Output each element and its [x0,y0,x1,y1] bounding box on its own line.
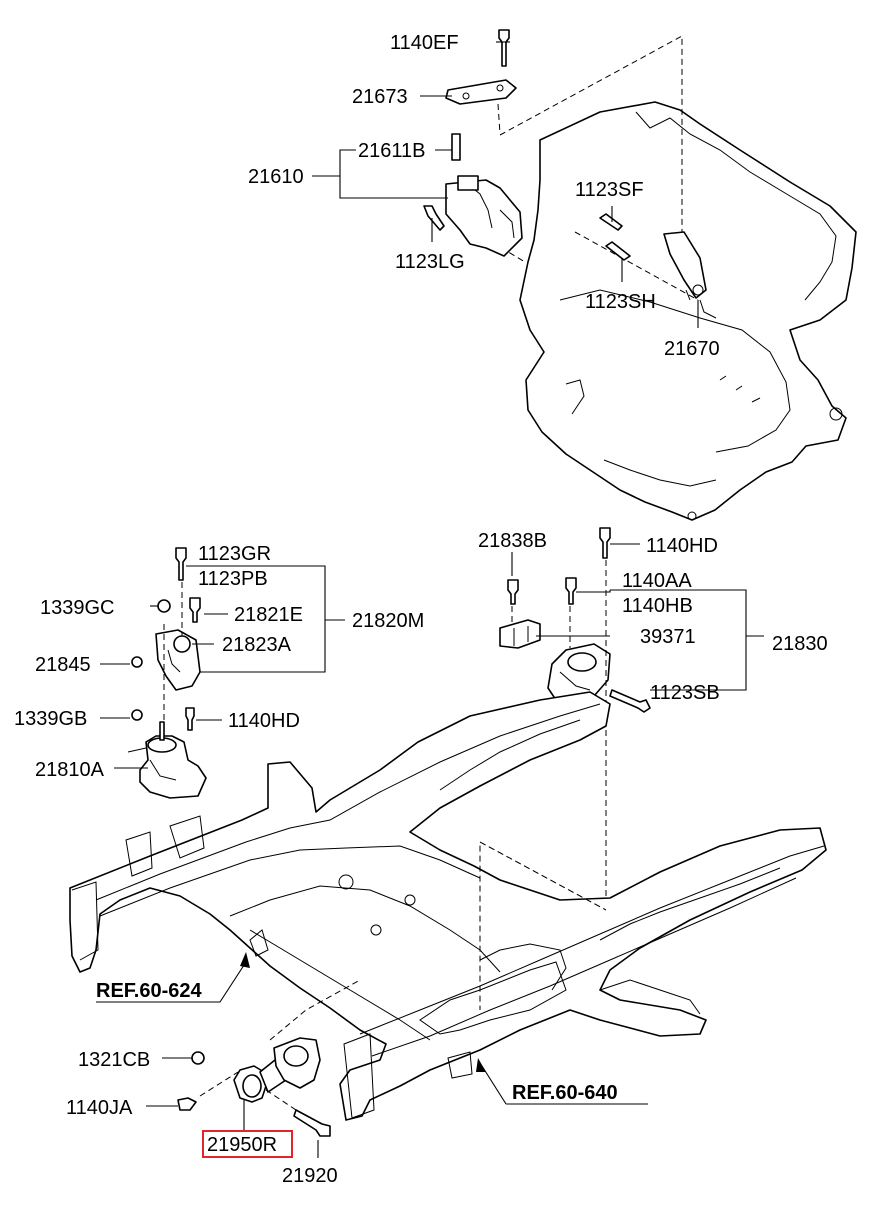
label-21920: 21920 [282,1165,338,1187]
bracket-21610 [423,29,707,299]
engine-dash-guides [474,35,699,301]
label-21810A: 21810A [35,759,105,781]
bottom-leader-lines [146,1057,319,1158]
ref-arrows [96,952,648,1105]
label-39371: 39371 [640,626,696,648]
top-leader-lines [312,41,699,328]
ref-label-60-640: REF.60-640 [512,1082,618,1104]
left-leader-lines [100,565,345,769]
label-21838B: 21838B [478,530,547,552]
right-mount-assembly [499,527,651,910]
label-21611B: 21611B [358,140,425,162]
label-1123GR: 1123GR [198,543,271,565]
label-1123PB: 1123PB [198,568,268,590]
label-1321CB: 1321CB [78,1049,150,1071]
label-1123SF: 1123SF [575,179,644,201]
engine-block-outline [519,101,857,521]
label-1140AA: 1140AA [622,570,692,592]
ref-label-60-624: REF.60-624 [96,980,202,1002]
label-21950R: 21950R [207,1134,277,1156]
label-1140HB: 1140HB [622,595,693,617]
label-1140JA: 1140JA [66,1097,133,1119]
label-1140EF: 1140EF [390,32,459,54]
subframe [69,691,827,1121]
roll-rod-assembly [177,979,361,1137]
label-21820M: 21820M [352,610,424,632]
label-21830: 21830 [772,633,828,655]
label-21610: 21610 [248,166,304,188]
right-leader-lines [511,543,764,691]
label-21821E: 21821E [234,604,303,626]
label-1123SB: 1123SB [650,682,720,704]
label-1140HD-left: 1140HD [228,710,300,732]
label-21823A: 21823A [222,634,292,656]
label-1123SH: 1123SH [585,291,656,313]
label-1123LG: 1123LG [395,251,465,273]
left-mount-assembly [127,547,207,799]
part-labels: 1140EF 21673 21611B 21610 1123LG 1123SF … [14,32,828,1187]
subframe-dash-guides [479,841,607,1010]
highlight-box-21950R [202,1130,293,1158]
label-21673: 21673 [352,86,408,108]
label-1339GC: 1339GC [40,597,115,619]
label-21670: 21670 [664,338,720,360]
label-1140HD-right: 1140HD [646,535,718,557]
label-21845: 21845 [35,654,91,676]
label-1339GB: 1339GB [14,708,87,730]
